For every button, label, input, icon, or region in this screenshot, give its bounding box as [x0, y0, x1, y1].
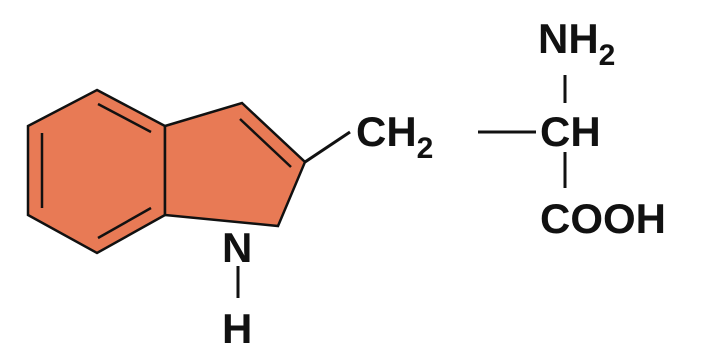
amino-group-label: NH2 [538, 15, 615, 72]
benzene-ring [26, 88, 167, 255]
alpha-carbon-label: CH [540, 108, 601, 155]
ring-nitrogen-label: N [222, 224, 252, 271]
ring-hydrogen-label: H [222, 305, 252, 352]
double-bond-inner [239, 118, 292, 168]
bond-ring-ch2 [304, 130, 351, 164]
double-bond-inner [97, 102, 152, 134]
pyrrole-ring [163, 101, 307, 228]
double-bond-inner [97, 206, 152, 240]
carboxyl-group-label: COOH [540, 195, 666, 242]
methylene-label: CH2 [356, 108, 433, 165]
